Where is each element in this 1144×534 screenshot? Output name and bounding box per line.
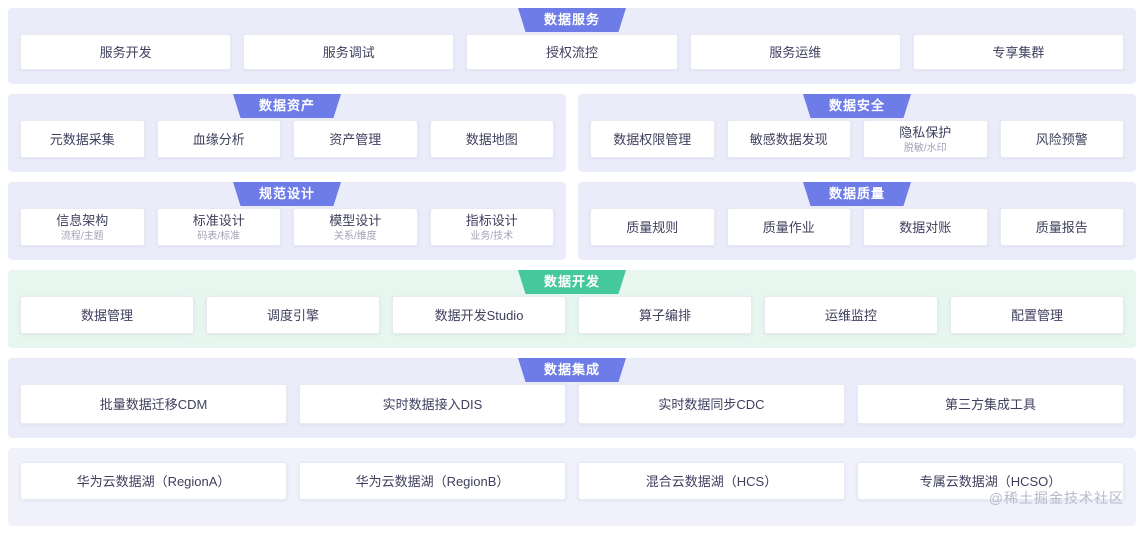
card-sensitive-data-discovery[interactable]: 敏感数据发现: [726, 120, 851, 158]
card-subtitle: 关系/维度: [333, 230, 377, 242]
card-title: 隐私保护: [899, 124, 952, 140]
card-authorization-flow-control[interactable]: 授权流控: [466, 34, 678, 70]
card-title: 数据管理: [80, 307, 133, 323]
card-title: 专属云数据湖（HCSO）: [919, 473, 1062, 489]
card-third-party-integration-tools[interactable]: 第三方集成工具: [857, 384, 1124, 424]
section-data-service: 数据服务 服务开发 服务调试 授权流控 服务运维 专享集群: [8, 8, 1136, 84]
card-metadata-collection[interactable]: 元数据采集: [20, 120, 145, 158]
section-data-lake: 华为云数据湖（RegionA） 华为云数据湖（RegionB） 混合云数据湖（H…: [8, 448, 1136, 526]
card-title: 专享集群: [992, 44, 1045, 60]
card-huawei-cloud-data-lake-region-b[interactable]: 华为云数据湖（RegionB）: [299, 462, 566, 500]
card-title: 运维监控: [824, 307, 877, 323]
card-dedicated-cloud-data-lake-hcso[interactable]: 专属云数据湖（HCSO）: [857, 462, 1124, 500]
card-subtitle: 码表/标准: [197, 230, 241, 242]
card-title: 数据权限管理: [613, 131, 692, 147]
card-title: 算子编排: [638, 307, 691, 323]
card-title: 服务开发: [99, 44, 152, 60]
section-banner-data-service: 数据服务: [517, 8, 627, 32]
card-quality-jobs[interactable]: 质量作业: [726, 208, 851, 246]
card-privacy-protection[interactable]: 隐私保护 脱敏/水印: [863, 120, 988, 158]
card-operations-monitoring[interactable]: 运维监控: [764, 296, 938, 334]
card-title: 数据开发Studio: [434, 307, 524, 323]
section-banner-data-development: 数据开发: [517, 270, 627, 294]
card-row-standard-design: 信息架构 流程/主题 标准设计 码表/标准 模型设计 关系/维度 指标设计 业务…: [8, 182, 566, 246]
card-standard-design[interactable]: 标准设计 码表/标准: [156, 208, 281, 246]
card-service-operations[interactable]: 服务运维: [689, 34, 901, 70]
card-row-data-development: 数据管理 调度引擎 数据开发Studio 算子编排 运维监控 配置管理: [8, 270, 1136, 334]
section-data-quality: 数据质量 质量规则 质量作业 数据对账 质量报告: [578, 182, 1136, 260]
card-scheduling-engine[interactable]: 调度引擎: [206, 296, 380, 334]
card-title: 指标设计: [465, 212, 518, 228]
card-service-development[interactable]: 服务开发: [20, 34, 232, 70]
card-title: 调度引擎: [266, 307, 319, 323]
card-title: 服务运维: [769, 44, 822, 60]
card-title: 配置管理: [1010, 307, 1063, 323]
card-configuration-management[interactable]: 配置管理: [950, 296, 1124, 334]
card-title: 资产管理: [329, 131, 382, 147]
card-title: 敏感数据发现: [749, 131, 828, 147]
section-banner-data-integration: 数据集成: [517, 358, 627, 382]
card-huawei-cloud-data-lake-region-a[interactable]: 华为云数据湖（RegionA）: [20, 462, 287, 500]
card-subtitle: 业务/技术: [470, 230, 514, 242]
card-title: 服务调试: [322, 44, 375, 60]
card-data-permission-management[interactable]: 数据权限管理: [590, 120, 715, 158]
card-hybrid-cloud-data-lake-hcs[interactable]: 混合云数据湖（HCS）: [578, 462, 845, 500]
section-data-asset: 数据资产 元数据采集 血缘分析 资产管理 数据地图: [8, 94, 566, 172]
card-quality-rules[interactable]: 质量规则: [590, 208, 715, 246]
card-data-map[interactable]: 数据地图: [429, 120, 554, 158]
card-service-debug[interactable]: 服务调试: [243, 34, 455, 70]
card-model-design[interactable]: 模型设计 关系/维度: [293, 208, 418, 246]
card-title: 质量报告: [1035, 219, 1088, 235]
card-row-data-service: 服务开发 服务调试 授权流控 服务运维 专享集群: [8, 8, 1136, 70]
card-row-data-lake: 华为云数据湖（RegionA） 华为云数据湖（RegionB） 混合云数据湖（H…: [8, 448, 1136, 500]
card-subtitle: 流程/主题: [60, 230, 104, 242]
card-title: 模型设计: [329, 212, 382, 228]
card-title: 质量作业: [762, 219, 815, 235]
card-row-data-quality: 质量规则 质量作业 数据对账 质量报告: [578, 182, 1136, 246]
section-banner-standard-design: 规范设计: [232, 182, 342, 206]
card-lineage-analysis[interactable]: 血缘分析: [156, 120, 281, 158]
card-realtime-data-sync-cdc[interactable]: 实时数据同步CDC: [578, 384, 845, 424]
section-standard-design: 规范设计 信息架构 流程/主题 标准设计 码表/标准 模型设计 关系/维度 指标…: [8, 182, 566, 260]
section-banner-data-security: 数据安全: [802, 94, 912, 118]
card-title: 数据对账: [899, 219, 952, 235]
card-operator-orchestration[interactable]: 算子编排: [578, 296, 752, 334]
section-data-development: 数据开发 数据管理 调度引擎 数据开发Studio 算子编排 运维监控 配置管理: [8, 270, 1136, 348]
card-data-development-studio[interactable]: 数据开发Studio: [392, 296, 566, 334]
card-metric-design[interactable]: 指标设计 业务/技术: [429, 208, 554, 246]
card-title: 元数据采集: [49, 131, 115, 147]
card-subtitle: 脱敏/水印: [903, 142, 947, 154]
card-information-architecture[interactable]: 信息架构 流程/主题: [20, 208, 145, 246]
section-data-integration: 数据集成 批量数据迁移CDM 实时数据接入DIS 实时数据同步CDC 第三方集成…: [8, 358, 1136, 438]
card-title: 华为云数据湖（RegionA）: [76, 473, 231, 489]
card-title: 批量数据迁移CDM: [99, 396, 208, 412]
card-data-management[interactable]: 数据管理: [20, 296, 194, 334]
section-banner-data-asset: 数据资产: [232, 94, 342, 118]
card-data-reconciliation[interactable]: 数据对账: [863, 208, 988, 246]
card-dedicated-cluster[interactable]: 专享集群: [912, 34, 1125, 70]
card-title: 实时数据接入DIS: [382, 396, 483, 412]
card-asset-management[interactable]: 资产管理: [293, 120, 418, 158]
card-title: 授权流控: [546, 44, 599, 60]
card-realtime-data-ingestion-dis[interactable]: 实时数据接入DIS: [299, 384, 566, 424]
card-row-data-security: 数据权限管理 敏感数据发现 隐私保护 脱敏/水印 风险预警: [578, 94, 1136, 158]
card-title: 质量规则: [626, 219, 679, 235]
card-title: 混合云数据湖（HCS）: [645, 473, 778, 489]
section-banner-data-quality: 数据质量: [802, 182, 912, 206]
card-risk-alert[interactable]: 风险预警: [999, 120, 1124, 158]
card-title: 风险预警: [1035, 131, 1088, 147]
card-title: 第三方集成工具: [944, 396, 1036, 412]
card-title: 实时数据同步CDC: [658, 396, 765, 412]
card-quality-report[interactable]: 质量报告: [999, 208, 1124, 246]
card-title: 信息架构: [56, 212, 109, 228]
card-row-data-integration: 批量数据迁移CDM 实时数据接入DIS 实时数据同步CDC 第三方集成工具: [8, 358, 1136, 424]
card-title: 标准设计: [192, 212, 245, 228]
card-title: 华为云数据湖（RegionB）: [355, 473, 510, 489]
section-data-security: 数据安全 数据权限管理 敏感数据发现 隐私保护 脱敏/水印 风险预警: [578, 94, 1136, 172]
card-title: 数据地图: [465, 131, 518, 147]
watermark: @稀土掘金技术社区: [988, 490, 1124, 506]
card-row-data-asset: 元数据采集 血缘分析 资产管理 数据地图: [8, 94, 566, 158]
card-batch-data-migration-cdm[interactable]: 批量数据迁移CDM: [20, 384, 287, 424]
card-title: 血缘分析: [192, 131, 245, 147]
